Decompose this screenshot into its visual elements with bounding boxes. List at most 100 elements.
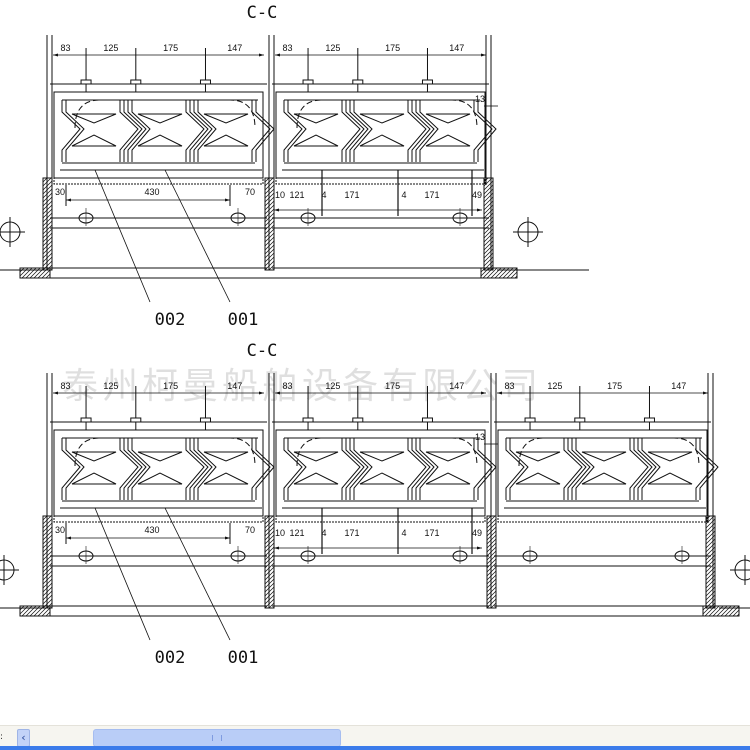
panel-side-zigzag	[473, 438, 493, 500]
drawing-line	[487, 550, 496, 561]
frame-outline	[53, 91, 264, 179]
drawing-line	[94, 507, 151, 641]
scroll-left-button[interactable]: ‹	[17, 729, 30, 747]
drawing-line	[58, 606, 68, 616]
drawing-line	[524, 178, 616, 270]
dimension-label: 171	[344, 190, 359, 200]
drawing-line	[59, 178, 151, 270]
hatch-lines	[43, 178, 179, 270]
drawing-line	[265, 188, 274, 199]
drawing-line	[490, 602, 496, 608]
panel-triangle-bottom	[137, 472, 183, 485]
dimension-label: 4	[401, 528, 406, 538]
panel-side-zigzag	[197, 100, 217, 162]
hatched-wall	[702, 605, 740, 617]
drawing-line	[87, 178, 179, 270]
drawing-line	[728, 606, 739, 616]
drawing-line	[706, 582, 715, 593]
drawing-line	[265, 558, 274, 569]
drawing-line	[484, 180, 493, 191]
drawing-line	[293, 516, 385, 608]
dimension-label: 83	[283, 381, 293, 391]
drawing-line	[265, 586, 274, 597]
drawing-line	[706, 542, 715, 553]
panel-triangle-bottom	[293, 472, 339, 485]
drawing-line	[704, 606, 716, 616]
drawing-line	[720, 606, 732, 616]
drawing-line	[706, 558, 715, 569]
drawing-line	[706, 594, 715, 605]
bolt-block	[643, 417, 655, 423]
drawing-line	[43, 184, 52, 195]
panel-side-zigzag	[197, 438, 217, 500]
drawing-line	[55, 516, 147, 608]
drawing-line	[706, 518, 715, 529]
drawing-line	[487, 526, 496, 537]
dashed-envelope	[74, 437, 256, 467]
panel-triangle-top	[71, 451, 117, 462]
bolt-block	[80, 417, 92, 423]
callout-002: 002	[155, 310, 186, 330]
x-bracket-panel	[505, 438, 587, 500]
drawing-line	[484, 220, 493, 231]
drawing-line	[54, 268, 64, 278]
panel-triangle-bottom	[293, 134, 339, 147]
panel-side-zigzag	[255, 438, 275, 500]
x-bracket-panel	[127, 100, 209, 162]
dimension-label: 175	[385, 43, 400, 53]
dimension-label: 10	[275, 190, 285, 200]
drawing-line	[43, 208, 52, 219]
drawing-line	[317, 178, 409, 270]
drawing-line	[706, 516, 711, 521]
dimension-label: 147	[671, 381, 686, 391]
x-bracket-panel	[571, 438, 653, 500]
drawing-line	[43, 516, 44, 517]
x-bracket-panel	[61, 100, 143, 162]
section-label: C-C	[247, 3, 278, 23]
hatched-strip	[53, 177, 264, 185]
drawing-line	[706, 586, 715, 597]
panel-side-zigzag	[65, 438, 85, 500]
panel-side-zigzag	[251, 438, 271, 500]
drawing-line	[555, 516, 647, 608]
hatched-strip	[497, 515, 708, 523]
panel-side-zigzag	[123, 438, 143, 500]
drawing-line	[265, 518, 274, 529]
drawing-line	[265, 184, 274, 195]
hatched-strip	[275, 515, 486, 523]
drawing-line	[87, 516, 179, 608]
drawing-line	[706, 578, 715, 589]
panel-triangle-top	[137, 113, 183, 124]
drawing-line	[321, 178, 413, 270]
drawing-line	[510, 271, 517, 278]
drawing-line	[734, 516, 750, 608]
x-bracket-panel	[283, 438, 365, 500]
drawing-line	[43, 554, 52, 565]
hatched-wall	[705, 515, 750, 609]
drawing-line	[487, 594, 496, 605]
drawing-line	[487, 554, 496, 565]
panel-triangle-top	[203, 451, 249, 462]
drawing-line	[20, 268, 25, 273]
drawing-line	[43, 204, 52, 215]
scroll-thumb[interactable]	[93, 729, 341, 747]
drawing-line	[568, 178, 660, 270]
horizontal-scrollbar[interactable]: : ‹	[0, 725, 750, 748]
drawing-line	[536, 178, 628, 270]
drawing-line	[587, 516, 679, 608]
panel-side-zigzag	[419, 100, 439, 162]
panel-side-zigzag	[189, 438, 209, 500]
drawing-line	[507, 516, 599, 608]
panel-triangle-top	[137, 451, 183, 462]
panel-side-zigzag	[415, 438, 435, 500]
drawing-line	[25, 606, 37, 616]
callout-001: 001	[228, 648, 259, 668]
panel-triangle-bottom	[359, 472, 405, 485]
panel-side-zigzag	[349, 438, 369, 500]
drawing-line	[20, 606, 29, 615]
dimension-label: 125	[103, 381, 118, 391]
panel-side-zigzag	[131, 438, 151, 500]
drawing-line	[484, 248, 493, 259]
